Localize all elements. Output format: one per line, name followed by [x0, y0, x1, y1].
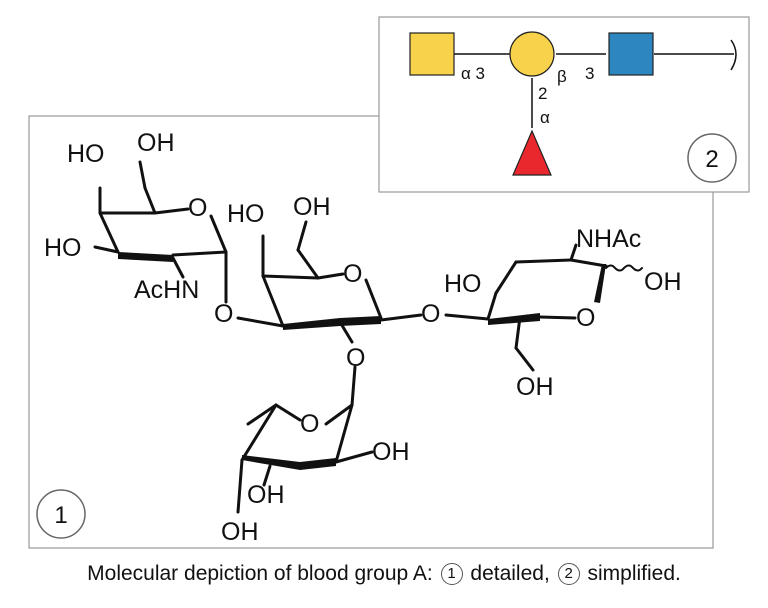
structural-formula: HO OH O HO AcHN O HO OH O O O NHAc HO OH…	[44, 129, 682, 546]
bond	[240, 403, 278, 462]
linkage-oxygen-label: O	[421, 300, 440, 328]
label-ho: HO	[44, 234, 82, 262]
galnac-square	[409, 32, 455, 76]
bond	[486, 291, 498, 321]
bond	[569, 258, 608, 268]
label-oh: OH	[137, 129, 175, 157]
caption-number-2: 2	[557, 563, 580, 585]
glycan-symbol-diagram: α 3 2 β 3 α	[409, 31, 737, 176]
bond	[262, 464, 272, 487]
label-nhac: NHAc	[576, 225, 641, 253]
wedge-bond	[118, 252, 173, 262]
bond	[236, 316, 285, 328]
label-oh: OH	[293, 193, 331, 221]
wavy-bond	[605, 264, 643, 272]
galactose-circle	[509, 31, 555, 77]
caption-word-simplified: simplified.	[587, 562, 681, 585]
label-oh: OH	[247, 481, 285, 509]
panel-1-badge: 1	[36, 489, 86, 539]
linkage-oxygen-label: O	[346, 344, 365, 372]
panel-2-number: 2	[705, 146, 718, 173]
panel-1-badge-circle	[36, 489, 86, 539]
figure-caption: Molecular depiction of blood group A: 1 …	[0, 562, 768, 586]
bond	[364, 278, 383, 320]
bond	[246, 403, 278, 426]
bond	[296, 220, 308, 252]
bond	[153, 207, 190, 215]
bond	[334, 450, 374, 464]
caption-prefix: Molecular depiction of blood group A:	[87, 562, 433, 585]
bond	[93, 245, 120, 254]
bond	[261, 274, 320, 280]
fucose-position-label: 2	[538, 84, 547, 103]
label-ho: HO	[444, 270, 482, 298]
linkage-oxygen-label: O	[214, 300, 233, 328]
gal-anomer-label: β	[557, 67, 567, 86]
bond	[236, 458, 244, 514]
ring-oxygen-label: O	[300, 410, 319, 438]
caption-word-detailed: detailed,	[470, 562, 550, 585]
label-oh: OH	[644, 268, 682, 296]
label-oh: OH	[516, 373, 554, 401]
panel-1-number: 1	[54, 502, 67, 529]
bond	[444, 313, 490, 321]
bond	[338, 320, 354, 344]
label-ho: HO	[227, 200, 265, 228]
ring-oxygen-label: O	[188, 194, 207, 222]
bond	[350, 365, 357, 407]
bond	[334, 403, 354, 464]
ring-oxygen-label: O	[576, 304, 595, 332]
bond	[171, 250, 228, 257]
bond	[538, 315, 577, 320]
bond	[209, 214, 228, 254]
glcnac-square	[608, 32, 654, 76]
fucose-triangle	[512, 129, 552, 176]
panel-2-badge: 2	[687, 133, 737, 183]
bond	[143, 186, 157, 215]
bond	[379, 313, 423, 322]
bond	[514, 346, 535, 372]
label-oh: OH	[221, 518, 259, 546]
label-ho: HO	[67, 140, 105, 168]
wedge-bond	[283, 318, 340, 330]
bond	[494, 260, 518, 295]
bond	[261, 274, 285, 328]
wedge-bond	[488, 313, 540, 325]
wedge-bond	[594, 264, 606, 303]
gal-position-label: 3	[585, 64, 594, 83]
reducing-end-bracket	[730, 39, 737, 71]
bond	[98, 211, 120, 254]
bond	[569, 243, 578, 262]
bond	[316, 272, 345, 280]
bond	[171, 256, 185, 279]
bond	[138, 160, 147, 190]
bond	[296, 248, 320, 280]
fucose-anomer-label: α	[540, 108, 550, 127]
ring-oxygen-label: O	[343, 260, 362, 288]
caption-number-1: 1	[440, 563, 463, 585]
label-oh: OH	[372, 438, 410, 466]
wedge-bond	[242, 455, 300, 470]
bond	[514, 315, 522, 350]
panel-2-badge-circle	[687, 133, 737, 183]
galnac-linkage-label: α 3	[461, 64, 485, 83]
bond	[274, 403, 302, 422]
bond	[324, 403, 354, 426]
wedge-bond	[300, 458, 336, 470]
bond	[514, 258, 573, 264]
label-achn: AcHN	[134, 276, 199, 304]
wedge-bond	[340, 316, 381, 326]
